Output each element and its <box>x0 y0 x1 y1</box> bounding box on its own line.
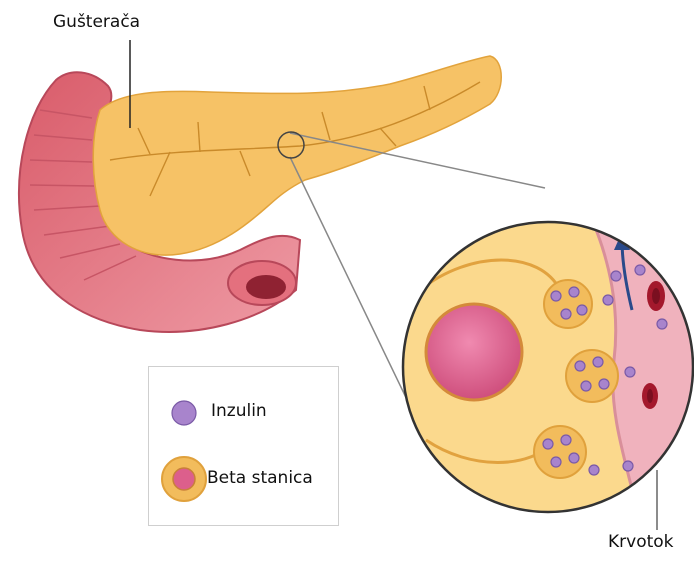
vesicle-group <box>566 350 618 402</box>
vesicle-group <box>544 280 592 328</box>
pancreas <box>93 56 501 255</box>
insulin-granule-icon <box>172 401 196 425</box>
legend: Inzulin Beta stanica <box>148 366 339 526</box>
magnified-view <box>400 215 694 520</box>
legend-label-insulin: Inzulin <box>211 401 267 421</box>
pancreas-label: Gušterača <box>53 12 140 32</box>
beta-cell-icon <box>162 457 206 501</box>
nucleus <box>426 304 522 400</box>
legend-label-beta-cell: Beta stanica <box>207 468 313 488</box>
legend-icons <box>149 367 340 527</box>
bloodstream-label: Krvotok <box>608 532 674 552</box>
vesicle-group <box>534 426 586 478</box>
